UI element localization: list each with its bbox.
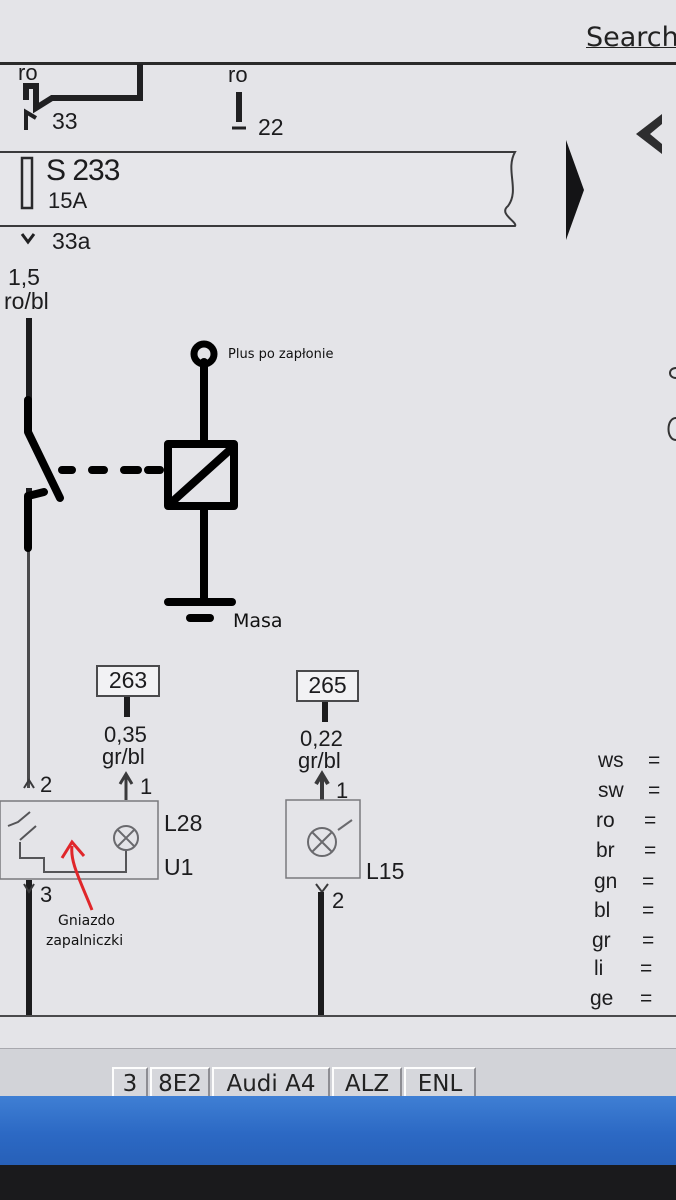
lamp-l15-symbol <box>307 827 337 857</box>
lamp-l28-symbol <box>113 825 139 851</box>
legend-code: gr <box>592 929 611 952</box>
connector-265-box <box>296 670 359 702</box>
legend-sep: = <box>644 839 657 862</box>
terminal-33-contact <box>24 108 38 130</box>
legend-sep: = <box>648 749 661 772</box>
terminal-33a-contact <box>20 233 36 245</box>
top-wire-loop <box>23 64 143 114</box>
fuse-strip <box>0 151 517 227</box>
search-link[interactable]: Search <box>586 22 676 53</box>
legend-code: li <box>594 957 604 980</box>
legend-sep: = <box>640 987 653 1010</box>
legend-sep: = <box>642 870 655 893</box>
terminal-33a-label: 33a <box>52 228 91 254</box>
lighter-housing <box>0 800 159 880</box>
switch-lower-lead <box>24 488 48 552</box>
status-cell-gearbox: ENL <box>404 1067 476 1101</box>
lamp-l15-arrow <box>337 819 353 831</box>
pin-1-right <box>314 770 330 800</box>
lighter-switch-symbol <box>7 811 127 873</box>
legend-sep: = <box>642 899 655 922</box>
legend-code: gn <box>594 870 618 893</box>
main-wire-thin <box>27 548 30 788</box>
connector-263-label: 263 <box>108 667 148 693</box>
lighter-annotation-line2: zapalniczki <box>46 933 124 949</box>
status-cell-model-code: 8E2 <box>150 1067 210 1101</box>
legend-code: br <box>596 839 615 862</box>
legend-code: ge <box>590 987 614 1010</box>
pin-1-left <box>118 771 134 800</box>
hand-drawn-relay <box>24 340 238 622</box>
relay-coil-diagonal <box>168 444 236 506</box>
legend-code: bl <box>594 899 611 922</box>
ground-annotation: Masa <box>233 610 283 632</box>
connector-263-stub <box>124 697 130 717</box>
pin-2-left <box>23 778 35 789</box>
fuse-symbol <box>20 156 34 210</box>
terminal-22-pin <box>236 92 242 122</box>
lamp-l28-cross <box>117 829 135 847</box>
wire-color-ro-mid: ro <box>228 62 248 87</box>
connector-263-box <box>96 665 160 697</box>
wiring-diagram-screen: Search <box>0 0 676 1165</box>
status-cell-page: 3 <box>112 1067 148 1101</box>
lighter-u1-label: U1 <box>164 854 194 880</box>
fuse-collapse-arrow <box>566 140 584 240</box>
pin-2-right <box>315 883 329 894</box>
connector-265-label: 265 <box>308 672 347 698</box>
terminal-33-label: 33 <box>52 108 78 134</box>
status-cell-engine: ALZ <box>332 1067 402 1101</box>
conn-left-wire-size: 0,35 <box>104 722 147 747</box>
legend-code: ro <box>596 809 615 832</box>
lamp-l15-cross <box>311 831 333 853</box>
legend-code: ws <box>598 749 624 772</box>
relay-supply-annotation: Plus po zapłonie <box>228 347 334 362</box>
lamp-l28-label: L28 <box>164 810 203 836</box>
lamp-l15-pin-bottom: 2 <box>332 888 345 913</box>
fuse-name: S 233 <box>46 154 120 187</box>
os-taskbar[interactable] <box>0 1096 676 1165</box>
lamp-l15-label: L15 <box>366 858 405 884</box>
l15-output-wire <box>318 892 324 1016</box>
conn-left-pin: 1 <box>140 774 153 799</box>
annotation-arrowhead <box>60 839 86 859</box>
edge-bracket-2 <box>667 417 676 441</box>
lighter-pin-bottom: 3 <box>40 882 53 907</box>
edge-bracket-1 <box>669 367 676 379</box>
conn-right-wire-color: gr/bl <box>298 748 341 773</box>
status-cell-model: Audi A4 <box>212 1067 330 1101</box>
lighter-pin-top: 2 <box>40 772 53 797</box>
main-wire-color: ro/bl <box>4 288 49 314</box>
diagram-bottom-border <box>0 1015 676 1017</box>
conn-left-wire-color: gr/bl <box>102 744 145 769</box>
legend-sep: = <box>640 957 653 980</box>
lamp-l15-housing <box>285 799 361 879</box>
legend-sep: = <box>642 929 655 952</box>
toolbar-divider <box>0 62 676 65</box>
schematic-drawing <box>0 64 676 1017</box>
switch-upper-lead <box>24 396 64 502</box>
main-wire <box>26 318 32 408</box>
wire-color-ro-left: ro <box>18 60 38 85</box>
conn-right-pin: 1 <box>336 778 349 803</box>
main-wire-size: 1,5 <box>8 264 40 290</box>
pin-3-left <box>23 883 35 894</box>
terminal-22-label: 22 <box>258 114 284 140</box>
legend-code: sw <box>598 779 624 802</box>
connector-265-stub <box>322 702 328 722</box>
nav-back-chevron <box>636 114 662 154</box>
annotation-arrow <box>70 845 94 911</box>
fuse-rating: 15A <box>48 188 88 213</box>
main-wire-bottom <box>26 880 32 1015</box>
lighter-annotation-line1: Gniazdo <box>58 913 115 929</box>
conn-right-wire-size: 0,22 <box>300 726 343 751</box>
legend-sep: = <box>648 779 661 802</box>
legend-sep: = <box>644 809 657 832</box>
